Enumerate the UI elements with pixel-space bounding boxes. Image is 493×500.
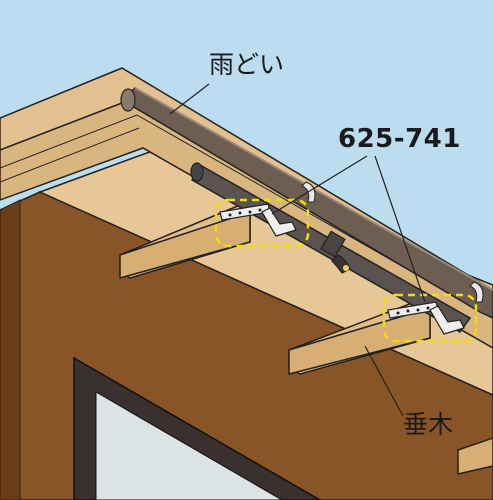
rafter-end — [119, 210, 251, 279]
rain-gutter — [120, 87, 493, 319]
pipe-knob-highlight — [343, 265, 349, 271]
gutter-bracket-icon — [219, 203, 297, 237]
wall-edge-shadow — [0, 199, 21, 500]
part-leader-line — [271, 155, 368, 215]
fascia-groove — [0, 127, 140, 183]
pipe-end-cap — [190, 162, 204, 182]
gutter-label: 雨どい — [209, 50, 285, 79]
gutter-bracket-icon — [387, 301, 465, 335]
gutter-hanger — [469, 281, 484, 303]
rafter-leader-line — [364, 345, 404, 417]
rafter-label: 垂木 — [403, 410, 454, 439]
roof-top — [0, 67, 493, 303]
part-number-label: 625-741 — [338, 124, 461, 154]
gutter-end-cap — [120, 88, 136, 112]
pipe-joint — [320, 230, 346, 258]
gutter-leader-line — [169, 83, 210, 115]
dashed-highlight-box — [382, 293, 478, 343]
fascia-groove — [0, 114, 138, 169]
window-glass — [95, 391, 283, 500]
dashed-highlight-box — [214, 198, 310, 248]
part-leader-line — [374, 155, 426, 303]
rafter-end — [457, 437, 493, 475]
